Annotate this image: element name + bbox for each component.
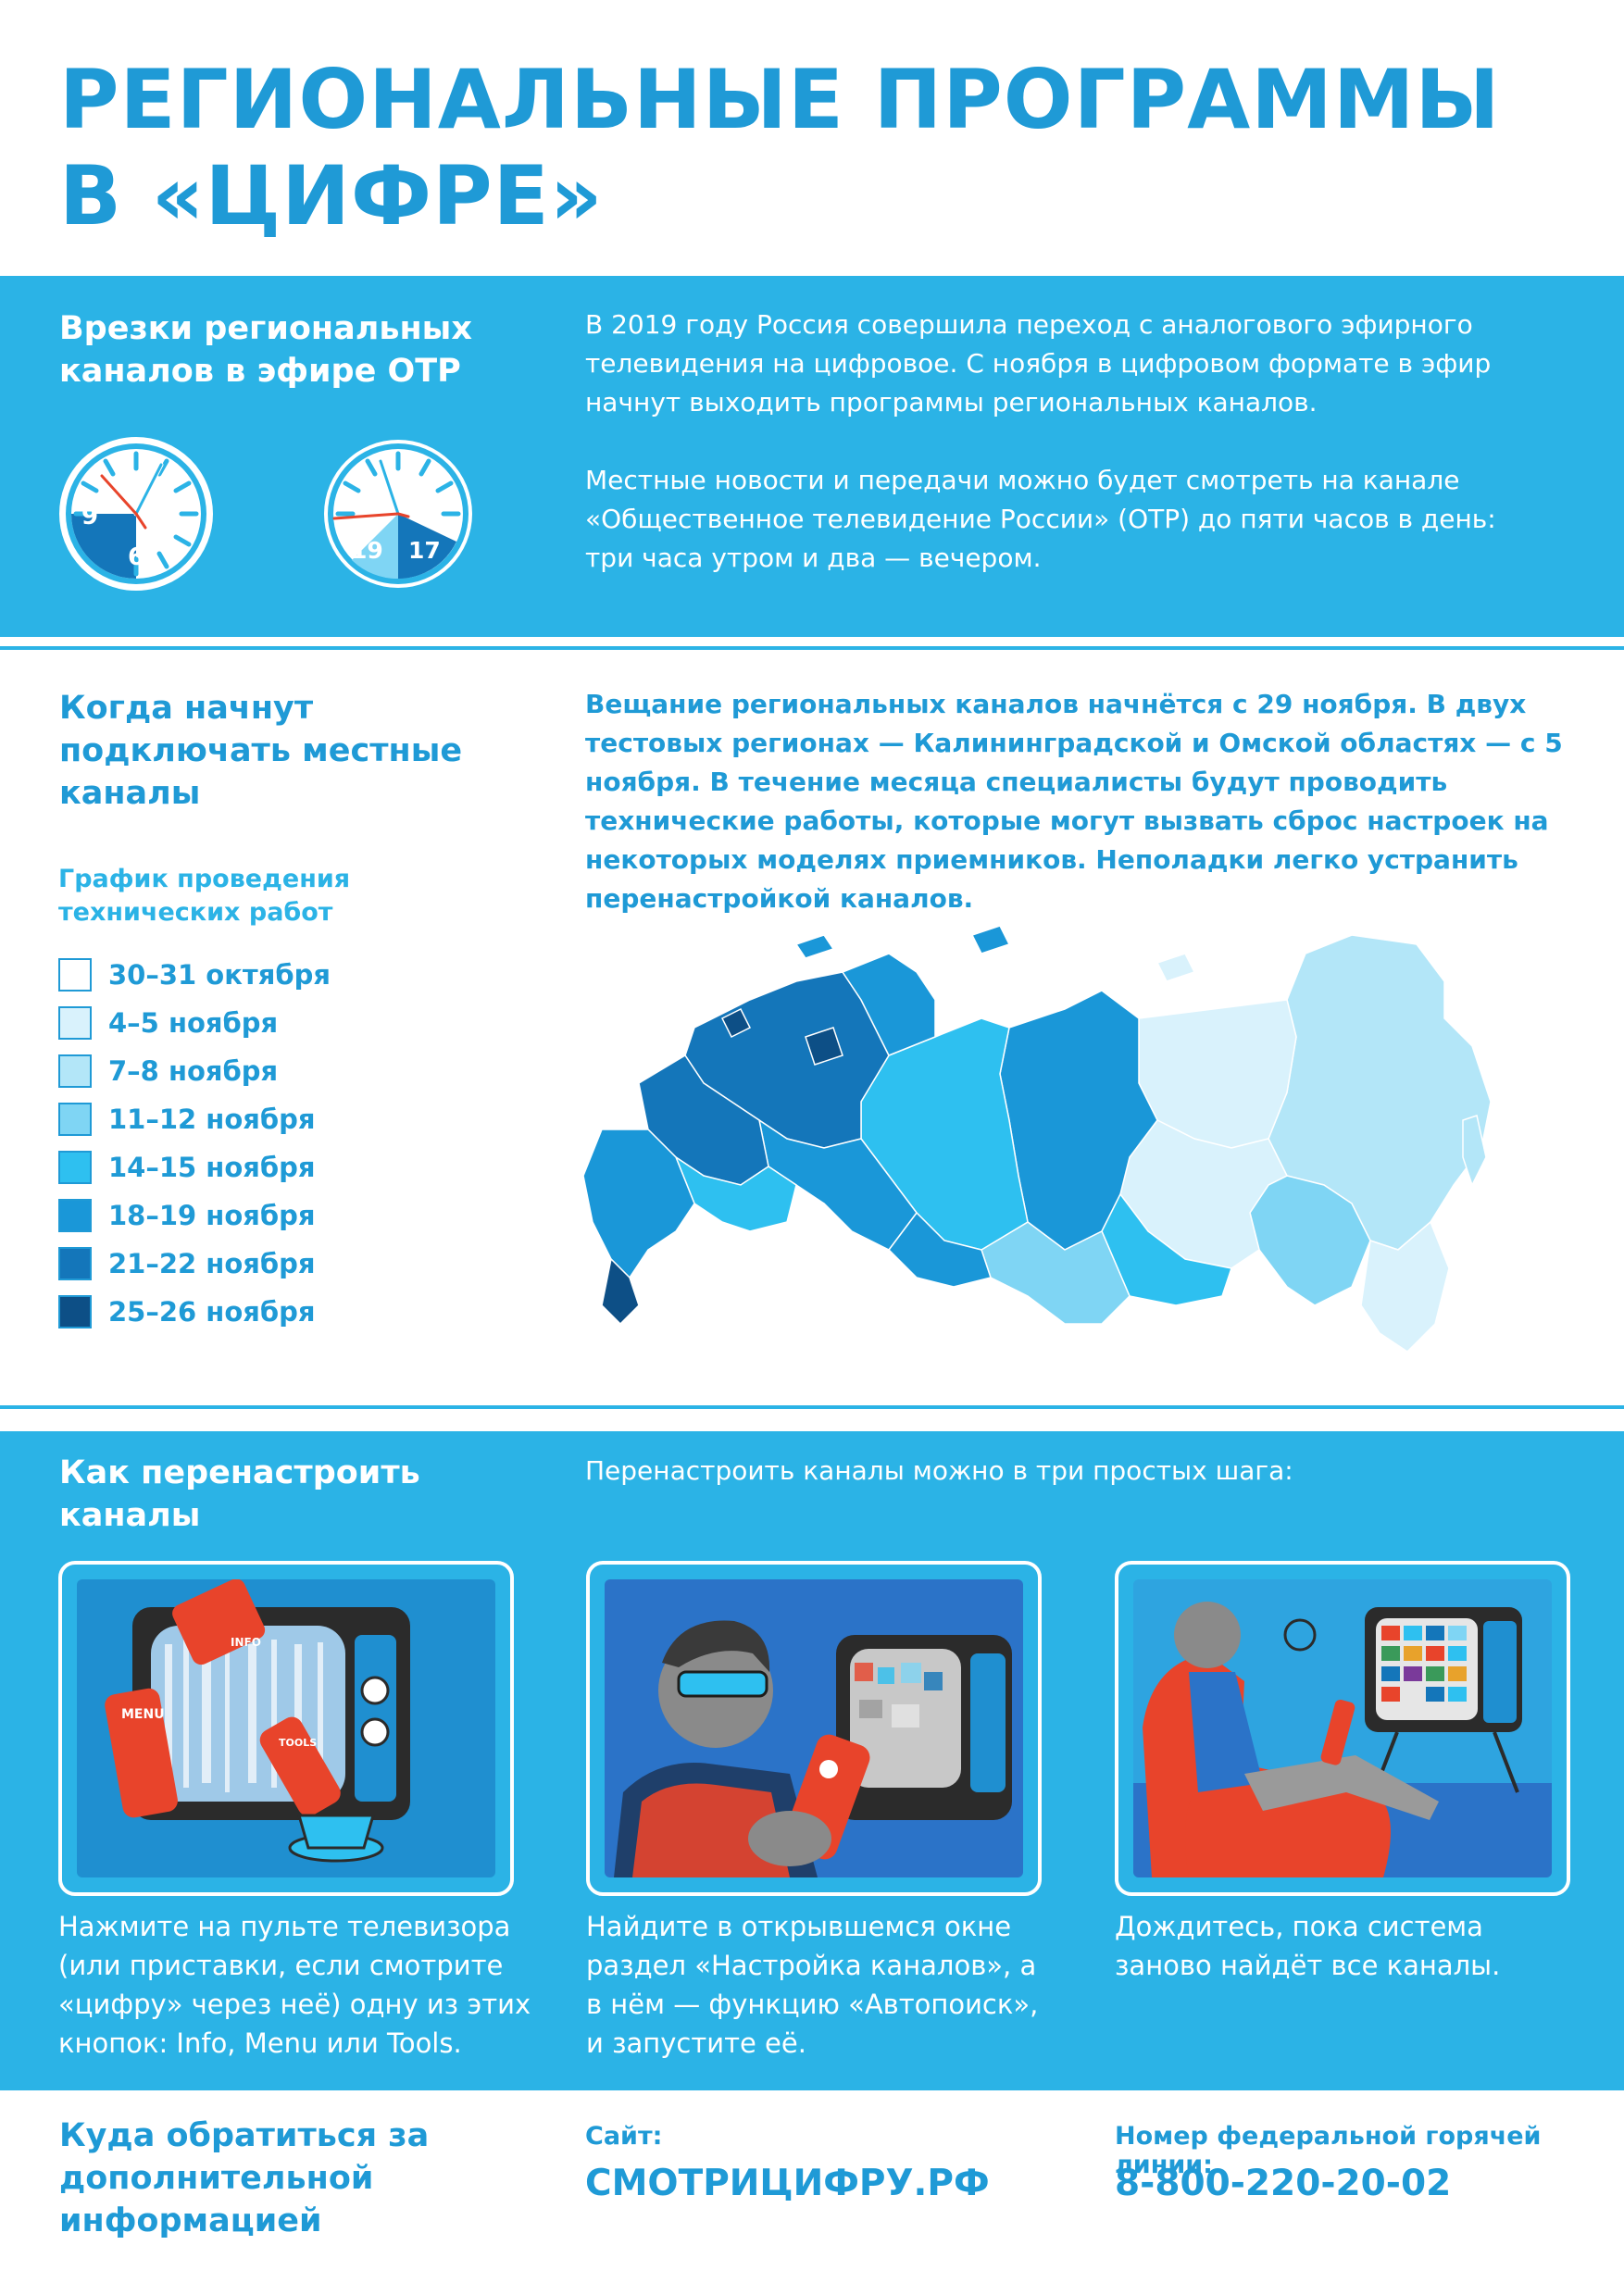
remote-info-label: INFO xyxy=(231,1636,261,1649)
legend-item: 11–12 ноября xyxy=(58,1102,316,1137)
legend-swatch xyxy=(58,1103,92,1136)
legend-item: 4–5 ноября xyxy=(58,1005,278,1041)
site-link[interactable]: СМОТРИЦИФРУ.РФ xyxy=(585,2163,990,2204)
page-title-line-1: РЕГИОНАЛЬНЫЕ ПРОГРАММЫ xyxy=(59,52,1501,147)
clock-1-label-a: 9 xyxy=(81,503,98,530)
legend-label: 11–12 ноября xyxy=(108,1104,316,1135)
legend-swatch xyxy=(58,958,92,992)
site-label: Сайт: xyxy=(585,2122,663,2151)
legend-item: 7–8 ноября xyxy=(58,1054,278,1089)
retune-intro: Перенастроить каналы можно в три простых… xyxy=(585,1455,1293,1486)
legend-label: 25–26 ноября xyxy=(108,1296,316,1328)
legend-item: 21–22 ноября xyxy=(58,1246,316,1281)
divider-stripe xyxy=(0,646,1624,650)
clock-evening-icon: 19 17 xyxy=(324,440,472,588)
legend-title: График проведения технических работ xyxy=(58,865,351,927)
legend-swatch xyxy=(58,1295,92,1328)
man-with-remote-illustration xyxy=(614,1620,1012,1877)
legend-swatch xyxy=(58,1054,92,1088)
legend-swatch xyxy=(58,1006,92,1040)
divider-stripe-2 xyxy=(0,1405,1624,1409)
legend-swatch xyxy=(58,1199,92,1232)
legend-label: 18–19 ноября xyxy=(108,1200,316,1231)
clock-1-label-b: 6 xyxy=(128,543,144,571)
step-2-illustration xyxy=(586,1561,1042,1896)
footer-heading: Куда обратиться за дополнительной информ… xyxy=(59,2117,430,2239)
page-title-line-2: В «ЦИФРЕ» xyxy=(59,148,604,243)
hotline-phone[interactable]: 8-800-220-20-02 xyxy=(1115,2163,1452,2204)
hotline-label: Номер федеральной горячей линии: xyxy=(1115,2122,1542,2179)
retune-heading: Как перенастроить каналы xyxy=(59,1454,420,1534)
step-1-illustration: MENU INFO TOOLS xyxy=(58,1561,514,1896)
legend-label: 21–22 ноября xyxy=(108,1248,316,1279)
step-2-text: Найдите в открывшемся окне раздел «Настр… xyxy=(586,1911,1039,2059)
legend-item: 25–26 ноября xyxy=(58,1294,316,1329)
legend-label: 30–31 октября xyxy=(108,959,331,991)
legend-label: 14–15 ноября xyxy=(108,1152,316,1183)
tv-with-remotes-illustration: MENU INFO TOOLS xyxy=(105,1579,410,1863)
inserts-paragraph-2: Местные новости и передачи можно будет с… xyxy=(585,465,1496,573)
legend-item: 18–19 ноября xyxy=(58,1198,316,1233)
legend-label: 7–8 ноября xyxy=(108,1055,279,1087)
legend-label: 4–5 ноября xyxy=(108,1007,279,1039)
man-in-armchair-illustration xyxy=(1133,1602,1552,1877)
step-3-text: Дождитесь, пока система заново найдёт вс… xyxy=(1115,1911,1501,1981)
russia-regions-map xyxy=(583,925,1492,1353)
inserts-heading: Врезки региональных каналов в эфире ОТР xyxy=(59,310,472,390)
legend-swatch xyxy=(58,1247,92,1280)
step-3-illustration xyxy=(1115,1561,1570,1896)
remote-tools-label: TOOLS xyxy=(279,1737,317,1749)
clock-2-label-a: 19 xyxy=(351,537,383,564)
legend-swatch xyxy=(58,1151,92,1184)
inserts-section xyxy=(0,276,1624,637)
remote-menu-label: MENU xyxy=(121,1707,165,1722)
schedule-paragraph: Вещание региональных каналов начнётся с … xyxy=(585,689,1563,914)
step-1-text: Нажмите на пульте телевизора (или приста… xyxy=(58,1911,531,2059)
clock-2-label-b: 17 xyxy=(408,537,441,564)
legend-item: 30–31 октября xyxy=(58,957,331,992)
inserts-paragraph-1: В 2019 году Россия совершила переход с а… xyxy=(585,309,1492,418)
legend-item: 14–15 ноября xyxy=(58,1150,316,1185)
clock-morning-icon: 9 6 xyxy=(59,437,213,591)
schedule-heading: Когда начнут подключать местные каналы xyxy=(59,690,463,812)
page-title: РЕГИОНАЛЬНЫЕ ПРОГРАММЫ В «ЦИФРЕ» xyxy=(59,52,1578,244)
